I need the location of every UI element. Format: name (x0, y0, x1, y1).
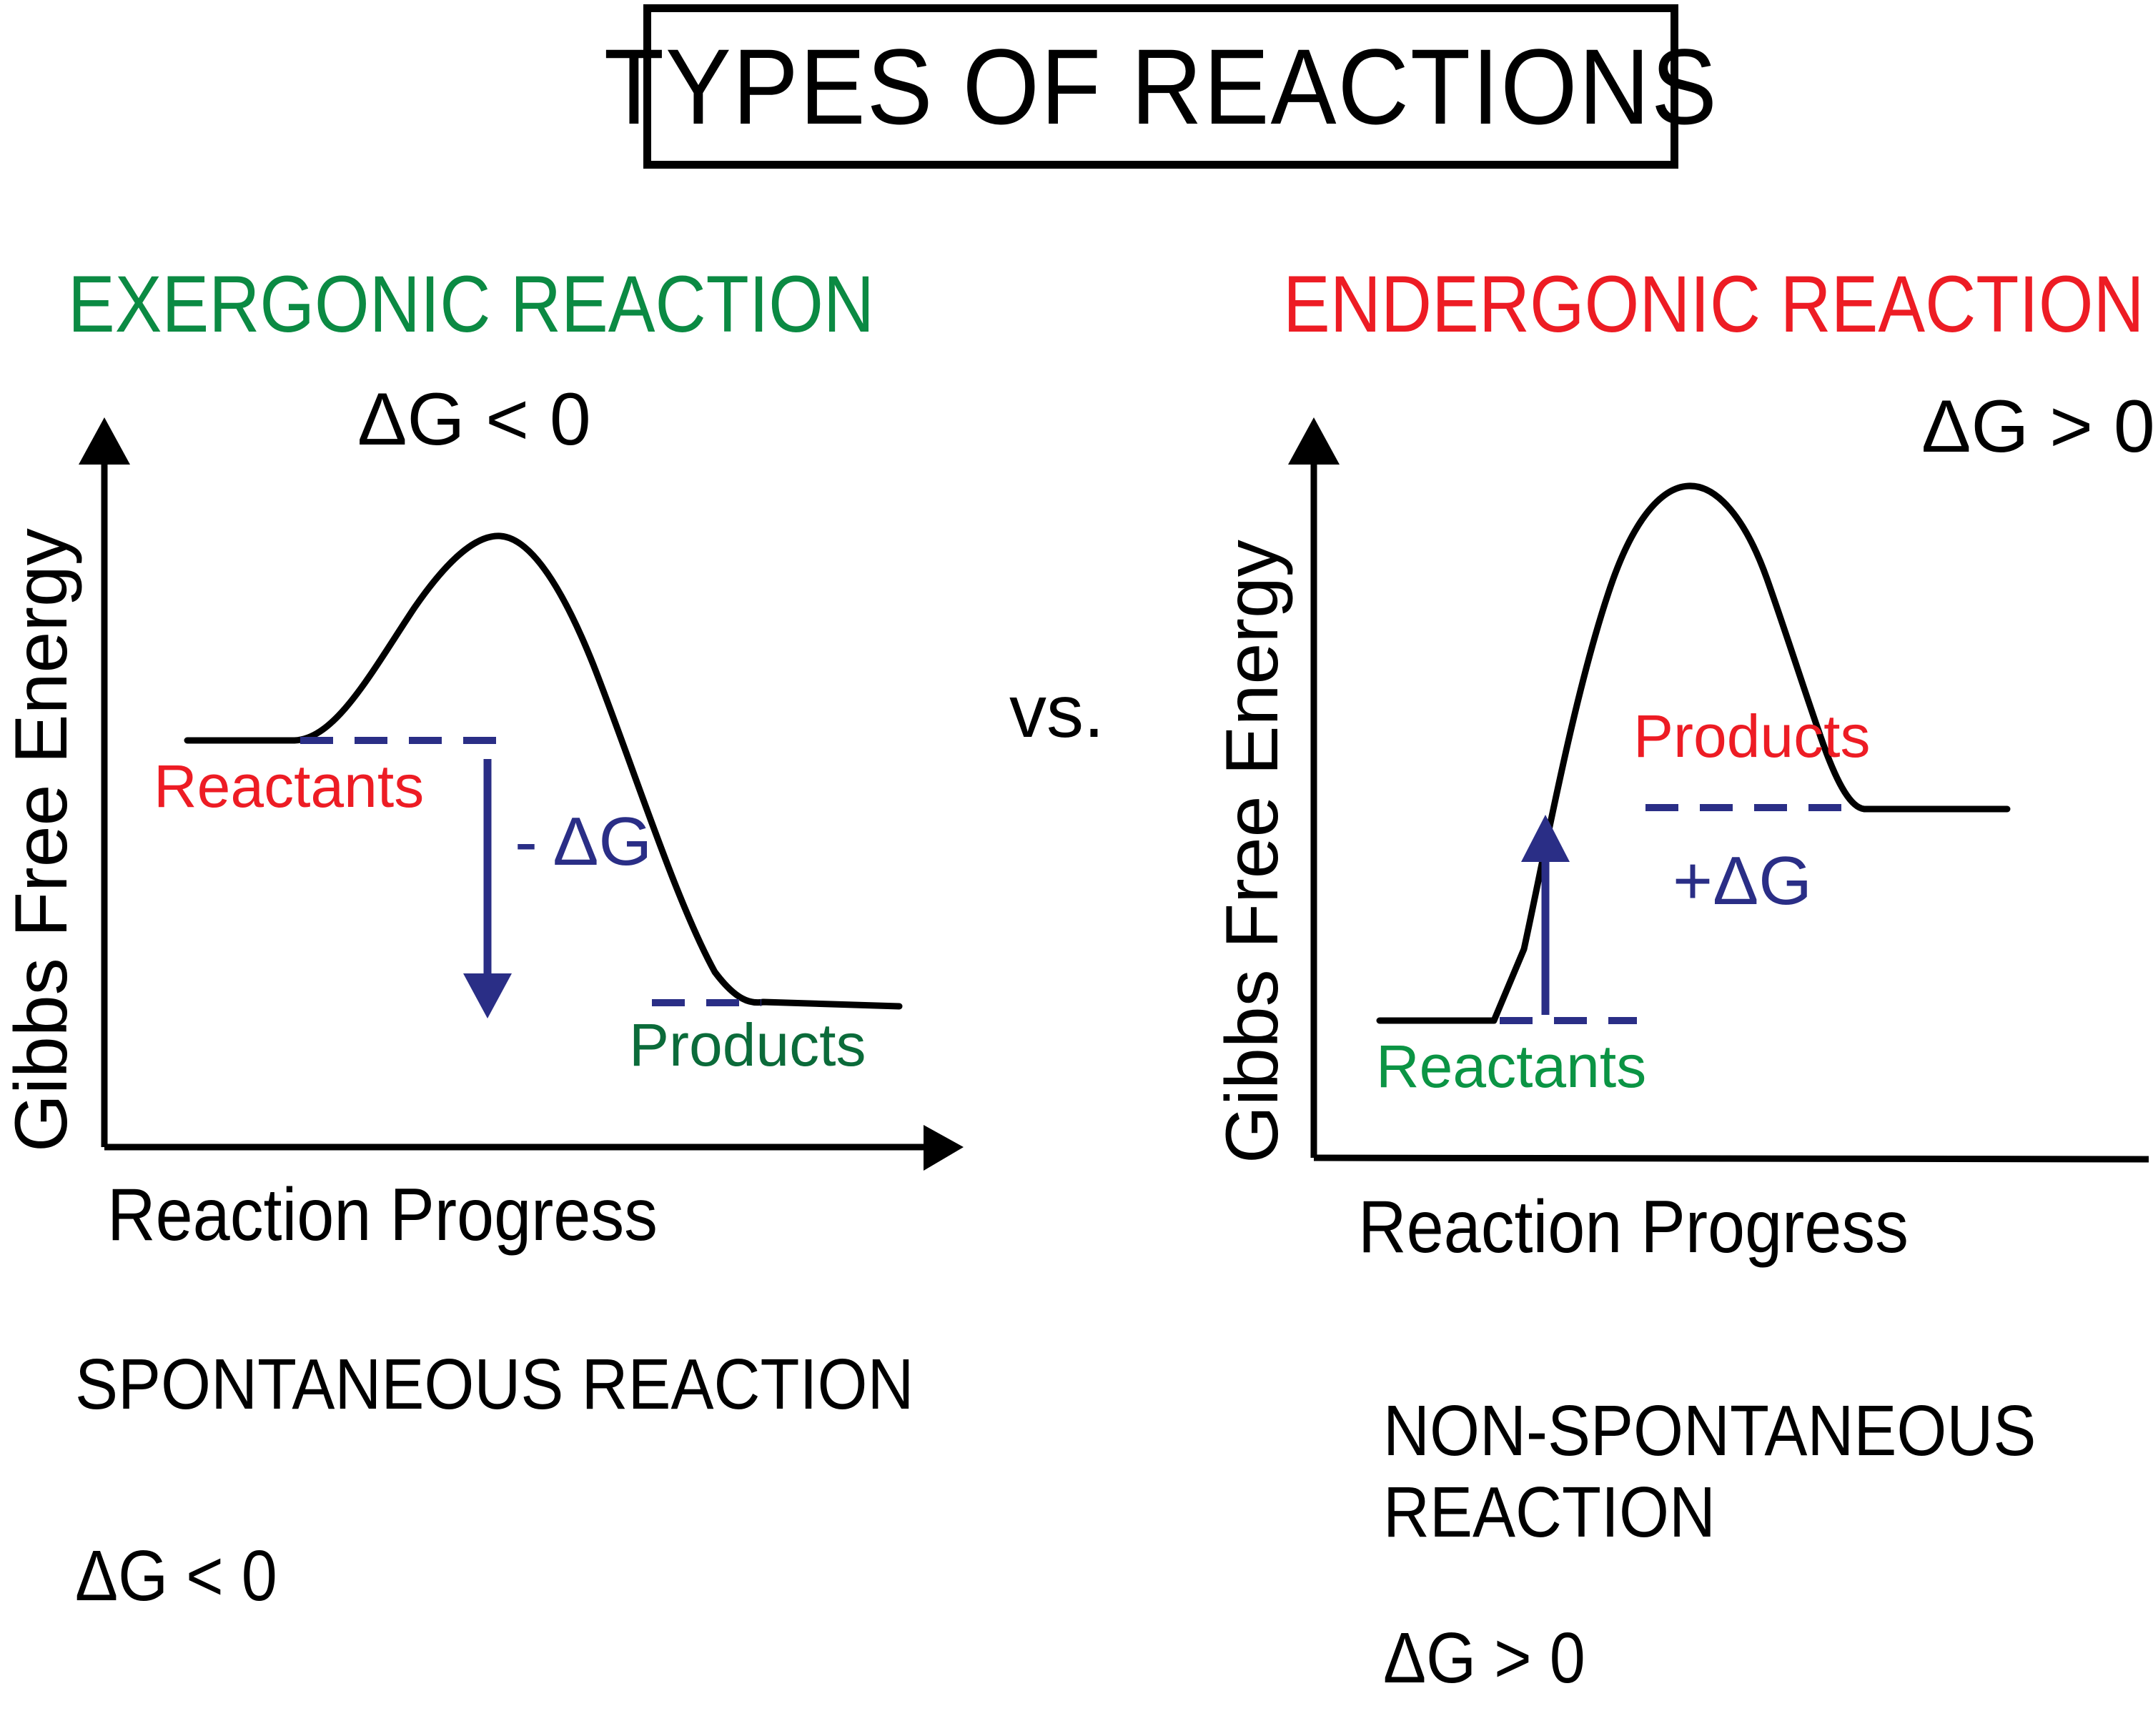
reactants-label-left: Reactants (154, 753, 425, 820)
delta-g-value-left: ΔG < 0 (75, 1536, 277, 1616)
x-axis-right (1313, 1154, 2149, 1163)
delta-g-arrow-label-right: +ΔG (1673, 843, 1812, 919)
y-axis-title-left: Gibbs Free Energy (0, 528, 83, 1152)
delta-g-value-right: ΔG > 0 (1383, 1618, 1585, 1698)
delta-g-note-right: ΔG > 0 (1921, 385, 2153, 468)
endergonic-energy-diagram (1288, 417, 2149, 1163)
delta-g-arrow-label-left: - ΔG (515, 803, 653, 880)
endergonic-reaction-heading: ENDERGONIC REACTION (1283, 259, 2144, 349)
x-axis-title-right: Reaction Progress (1358, 1186, 1909, 1269)
products-label-left: Products (629, 1011, 866, 1078)
delta-g-up-arrow-right (1521, 815, 1570, 1015)
delta-g-note-left: ΔG < 0 (357, 378, 591, 461)
reaction-curve-right (1376, 482, 2011, 1024)
title-box: TYPES OF REACTIONS (604, 4, 1717, 169)
delta-g-down-arrow-left (463, 759, 512, 1018)
exergonic-reaction-heading: EXERGONIC REACTION (68, 259, 875, 349)
x-axis-title-left: Reaction Progress (107, 1174, 658, 1256)
conclusion-right: NON-SPONTANEOUS REACTION (1383, 1391, 2036, 1552)
exergonic-energy-diagram (79, 417, 964, 1171)
reactants-label-right: Reactants (1376, 1033, 1647, 1100)
y-axis-left (79, 417, 130, 1147)
x-axis-left (104, 1125, 964, 1171)
y-axis-right (1288, 417, 1340, 1158)
versus-label: vs. (1009, 670, 1104, 753)
conclusion-left: SPONTANEOUS REACTION (75, 1344, 914, 1424)
page-title: TYPES OF REACTIONS (603, 26, 1718, 147)
products-label-right: Products (1633, 703, 1871, 770)
reaction-curve-left (184, 532, 903, 1010)
y-axis-title-right: Gibbs Free Energy (1211, 540, 1294, 1164)
